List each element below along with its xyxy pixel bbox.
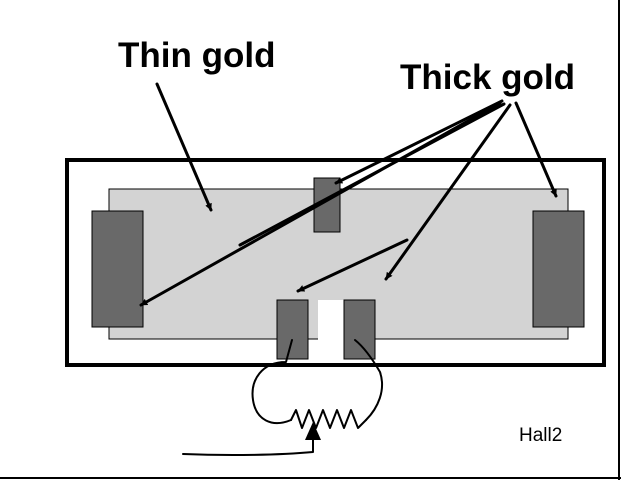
thin-gold-label: Thin gold	[118, 36, 276, 75]
arrow-thick-gold-to-top-pad-a	[334, 99, 504, 185]
thick-gold-pad-right	[532, 210, 585, 328]
wire-left	[251, 339, 293, 425]
wire-right	[354, 339, 384, 421]
thick-gold-pad-bottom-left	[276, 299, 309, 360]
thick-gold-pad-bottom-right	[343, 299, 376, 360]
arrow-thick-gold-to-right-pad	[514, 101, 558, 198]
wiper-arrowhead-icon	[305, 422, 321, 440]
arrow-thick-gold-to-top-pad-b	[238, 102, 506, 247]
wiper-lead	[182, 432, 314, 457]
thick-gold-label: Thick gold	[400, 58, 575, 97]
resistor-icon	[290, 409, 367, 429]
figure-id-label: Hall2	[519, 425, 563, 446]
thick-gold-pad-top-center	[313, 177, 341, 233]
arrow-thin-gold	[155, 82, 213, 212]
thick-gold-pad-left	[91, 210, 144, 328]
arrow-thick-gold-to-bottom-right-pad	[384, 103, 512, 281]
pad-gap	[318, 300, 344, 359]
arrow-to-bottom-left-pad	[296, 238, 409, 293]
